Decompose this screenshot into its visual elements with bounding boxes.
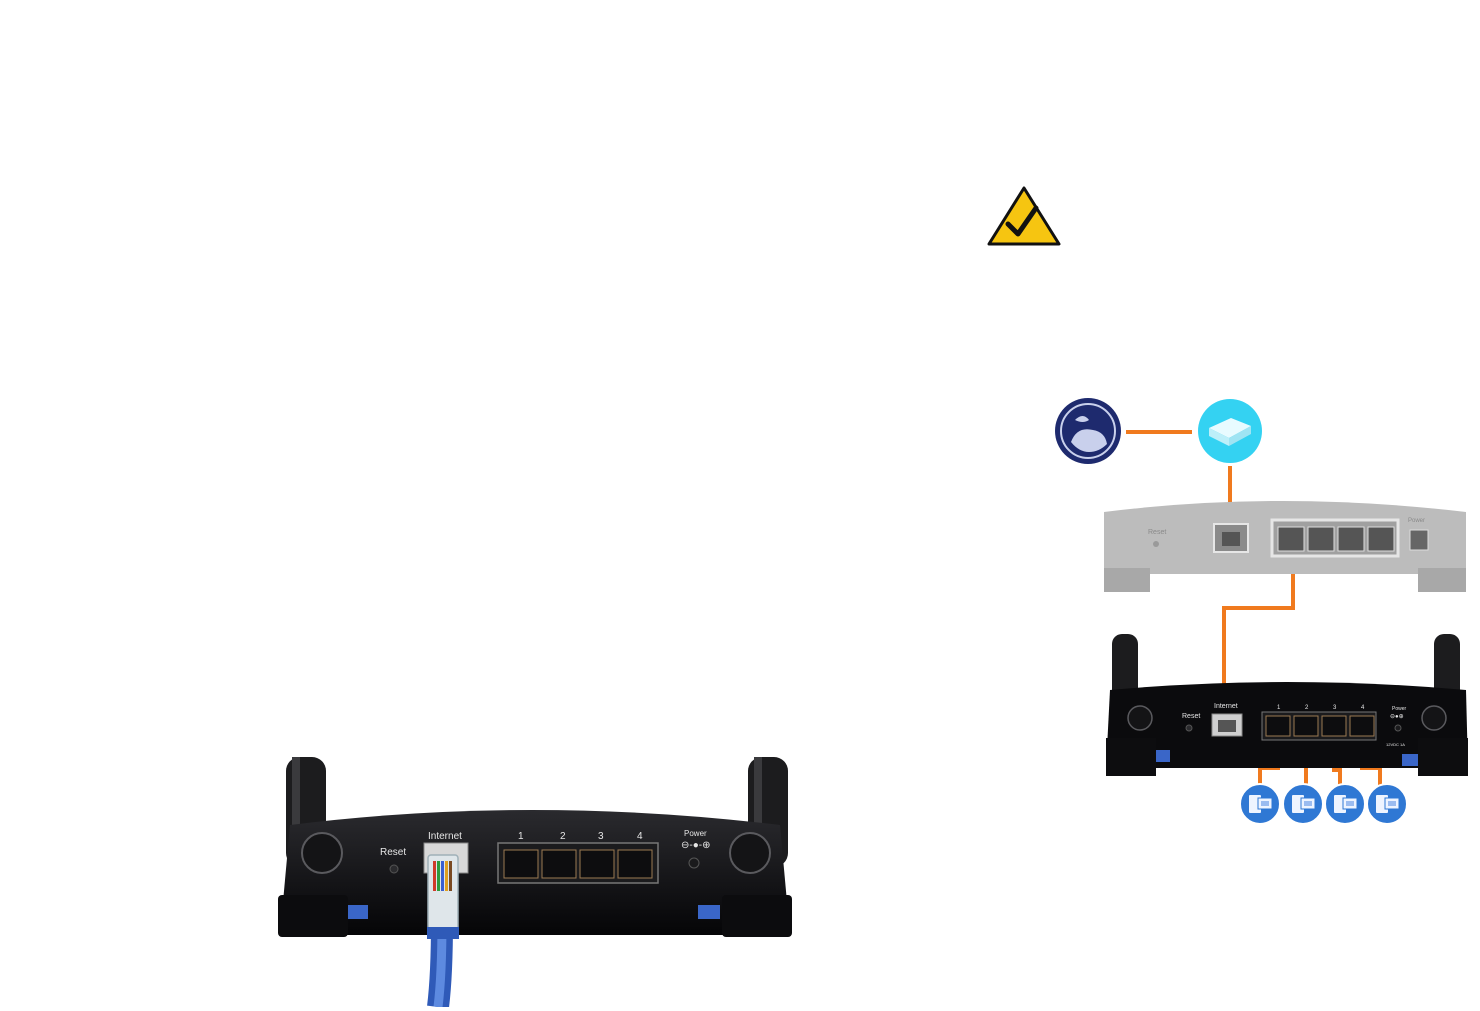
- internet-label: Internet: [428, 831, 462, 842]
- port2-label: 2: [560, 831, 566, 842]
- blue-foot-left: [348, 905, 368, 919]
- diag-internet-label: Internet: [1214, 703, 1238, 710]
- power-symbol-icon: ⊖-●-⊕: [681, 840, 710, 851]
- computer-icon: [1239, 783, 1281, 825]
- lan-port-1[interactable]: [503, 849, 539, 879]
- ethernet-cable: [427, 854, 459, 1007]
- port4-label: 4: [637, 831, 643, 842]
- computer-icon: [1366, 783, 1408, 825]
- modem-power-label: Power: [1408, 518, 1425, 524]
- computer-icon: [1324, 783, 1366, 825]
- port1-label: 1: [518, 831, 524, 842]
- lan-port-3[interactable]: [579, 849, 615, 879]
- modem-icon: [1198, 399, 1262, 463]
- svg-text:⊖●⊕: ⊖●⊕: [1390, 714, 1404, 720]
- modem-wan-port: [1213, 523, 1249, 553]
- diag-power-label: Power: [1392, 706, 1407, 712]
- lan-port-2[interactable]: [541, 849, 577, 879]
- diag-port2-label: 2: [1305, 705, 1309, 711]
- wireless-router-back: Reset Internet 1 2 3 4 Power ⊖●⊕ 12VDC 1…: [1106, 634, 1468, 776]
- blue-foot-right: [698, 905, 720, 919]
- power-port[interactable]: [688, 857, 700, 869]
- computer-icon: [1282, 783, 1324, 825]
- port3-label: 3: [598, 831, 604, 842]
- reset-button[interactable]: [389, 864, 399, 874]
- diag-voltage-label: 12VDC 1A: [1386, 742, 1405, 747]
- lan-port-4[interactable]: [617, 849, 653, 879]
- globe-icon: [1055, 398, 1121, 464]
- modem-router-back: Reset Power: [1104, 501, 1466, 592]
- router-back-photo: Reset Internet 1 2 3 4 Power ⊖-●-⊕: [278, 757, 792, 1007]
- power-label: Power: [684, 829, 707, 838]
- diag-port1-label: 1: [1277, 705, 1281, 711]
- diag-port3-label: 3: [1333, 705, 1337, 711]
- diag-port4-label: 4: [1361, 705, 1365, 711]
- modem-reset-label: Reset: [1148, 529, 1166, 536]
- checkmark-warning-icon: [987, 186, 1061, 246]
- diag-reset-label: Reset: [1182, 713, 1200, 720]
- reset-label: Reset: [380, 847, 406, 858]
